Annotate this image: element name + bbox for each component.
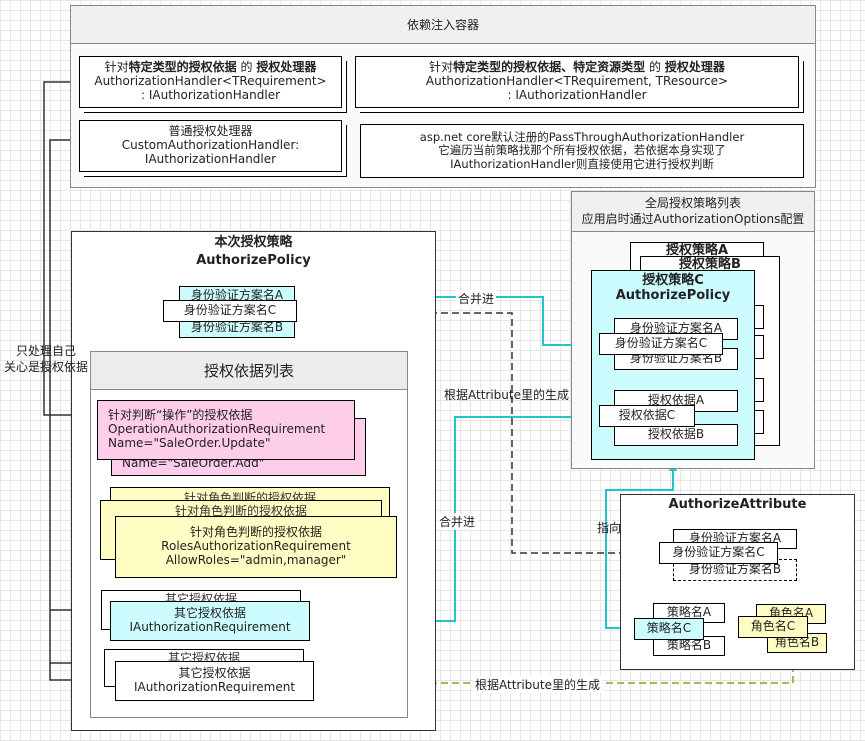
handler-typed-text: 针对 [104, 60, 129, 75]
role-requirement-back-2-label: 针对角色判断的授权依据 [174, 504, 307, 518]
policy-a-label: 授权策略A [665, 243, 729, 258]
other-requirement-1[interactable]: 其它授权依据 IAuthorizationRequirement [110, 601, 310, 641]
handler-resource-interface: : IAuthorizationHandler [507, 87, 647, 102]
policy-c-label: 授权策略C [642, 273, 704, 288]
role-requirement-class: RolesAuthorizationRequirement [161, 539, 351, 554]
handler-custom: 普通授权处理器 CustomAuthorizationHandler: IAut… [79, 120, 342, 172]
op-requirement[interactable]: 针对判断“操作”的授权依据 OperationAuthorizationRequ… [97, 400, 355, 460]
di-container-title: 依赖注入容器 [71, 6, 815, 44]
passthrough-line3: IAuthorizationHandler则直接使用它进行授权判断 [450, 156, 714, 171]
policy-c-scheme-c: 身份验证方案名C [599, 333, 723, 355]
role-requirement[interactable]: 针对角色判断的授权依据 RolesAuthorizationRequiremen… [115, 516, 397, 578]
handler-resource-text: 针对 [429, 60, 454, 75]
points-to-line [605, 462, 677, 629]
current-policy-title-line1: 本次授权策略 [214, 235, 293, 250]
op-requirement-class: OperationAuthorizationRequirement [108, 422, 326, 437]
role-requirement-title: 针对角色判断的授权依据 [189, 525, 322, 540]
other-requirement-2-interface: IAuthorizationRequirement [133, 680, 296, 694]
other-requirement-2[interactable]: 其它授权依据 IAuthorizationRequirement [115, 661, 314, 701]
passthrough-line1: asp.net core默认注册的PassThroughAuthorizatio… [419, 130, 745, 145]
policy-c-req-b: 授权依据B [614, 424, 738, 446]
op-requirement-name: Name="SaleOrder.Update" [108, 435, 271, 450]
attr-role-b: 角色名B [767, 633, 827, 653]
current-scheme-c: 身份验证方案名C [163, 300, 297, 322]
global-policies-subtitle: 应用启时通过AuthorizationOptions配置 [581, 211, 805, 226]
passthrough-handler: asp.net core默认注册的PassThroughAuthorizatio… [360, 124, 804, 178]
attr-role-c: 角色名C [738, 616, 808, 638]
handler-resource-bold: 特定类型的授权依据、特定资源类型 [453, 60, 646, 75]
handler-typed-end: 授权处理器 [256, 60, 317, 75]
requirements-list-title: 授权依据列表 [91, 352, 407, 390]
handler-typed-to-op-req-line [43, 81, 96, 419]
current-scheme-b: 身份验证方案名B [179, 318, 295, 338]
handler-typed-bold: 特定类型的授权依据 [128, 60, 237, 75]
handler-resource-mid: 的 [645, 60, 665, 75]
attr-policy-c: 策略名C [634, 618, 704, 640]
handler-custom-interface: IAuthorizationHandler [144, 151, 277, 166]
handler-resource: 针对特定类型的授权依据、特定资源类型 的 授权处理器 Authorization… [355, 56, 799, 108]
op-requirement-title: 针对判断“操作”的授权依据 [108, 408, 253, 423]
policy-c-type: AuthorizePolicy [615, 287, 731, 303]
generate-role-label: 根据Attribute里的生成 [473, 676, 602, 693]
handler-typed-interface: : IAuthorizationHandler [140, 87, 281, 102]
handler-typed-class: AuthorizationHandler<TRequirement> [94, 74, 327, 89]
current-policy-title: 本次授权策略 AuthorizePolicy [71, 234, 436, 269]
points-to-label: 指向 [597, 521, 622, 535]
current-policy-title-line2: AuthorizePolicy [196, 252, 311, 268]
attr-scheme-c: 身份验证方案名C [659, 542, 778, 564]
other-requirement-2-title: 其它授权依据 [178, 666, 251, 681]
merge-requirement-label: 合并进 [437, 513, 478, 530]
handler-typed: 针对特定类型的授权依据 的 授权处理器 AuthorizationHandler… [79, 56, 342, 108]
own-concern-label: 只处理自己 关心是授权依据 [4, 344, 89, 374]
handler-typed-mid: 的 [236, 60, 257, 75]
authorize-attribute-title: AuthorizeAttribute [668, 497, 807, 512]
global-policies-title: 全局授权策略列表 [644, 195, 741, 210]
other-requirement-1-interface: IAuthorizationRequirement [129, 620, 291, 634]
generate-scheme-label: 根据Attribute里的生成 [444, 388, 569, 402]
handler-custom-title: 普通授权处理器 [168, 124, 253, 139]
handler-resource-class: AuthorizationHandler<TRequirement, TReso… [425, 74, 729, 89]
handler-resource-end: 授权处理器 [664, 60, 725, 75]
passthrough-line2: 它遍历当前策略找那个所有授权依据，若依据本身实现了 [438, 143, 726, 158]
policy-c-req-c: 授权依据C [599, 405, 695, 427]
handler-custom-class: CustomAuthorizationHandler: [121, 138, 300, 153]
global-policies-header: 全局授权策略列表 应用启时通过AuthorizationOptions配置 [572, 192, 814, 232]
role-requirement-roles: AllowRoles="admin,manager" [165, 552, 347, 567]
merge-scheme-label: 合并进 [456, 290, 497, 307]
other-requirement-1-title: 其它授权依据 [173, 606, 246, 621]
policy-b-label: 授权策略B [679, 257, 741, 272]
